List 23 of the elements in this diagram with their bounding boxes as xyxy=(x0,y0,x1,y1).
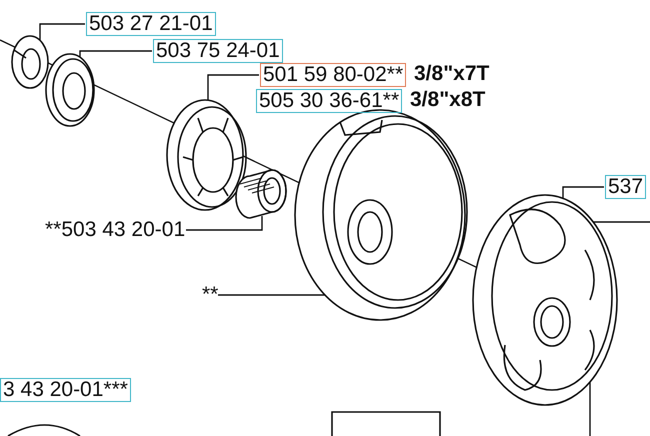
part-number: 501 59 80-02** xyxy=(260,63,406,87)
part-note: 3/8"x7T xyxy=(414,63,490,85)
leader-line xyxy=(593,221,650,223)
leader-line xyxy=(562,186,604,198)
part-number: **503 43 20-01 xyxy=(45,219,186,241)
leader-line xyxy=(79,50,152,58)
part-number: ** xyxy=(202,284,218,306)
part-note: 3/8"x8T xyxy=(410,89,486,111)
part-number: 503 27 21-01 xyxy=(86,12,216,36)
needle-bearing-drawing xyxy=(235,169,287,219)
part-number: 3 43 20-01*** xyxy=(0,378,131,402)
leader-line xyxy=(218,294,325,296)
leader-line xyxy=(207,74,259,100)
leader-line xyxy=(589,382,591,436)
part-number: 537 xyxy=(605,175,646,199)
leader-line xyxy=(39,23,85,40)
clutch-drawing xyxy=(472,194,618,406)
part-number: 503 75 24-01 xyxy=(153,39,283,63)
washer-drawing xyxy=(45,53,95,127)
leader-line xyxy=(186,216,263,231)
circlip-drawing xyxy=(11,35,49,89)
part-number: 505 30 36-61** xyxy=(256,89,402,113)
clutch-drum-drawing xyxy=(294,109,468,321)
